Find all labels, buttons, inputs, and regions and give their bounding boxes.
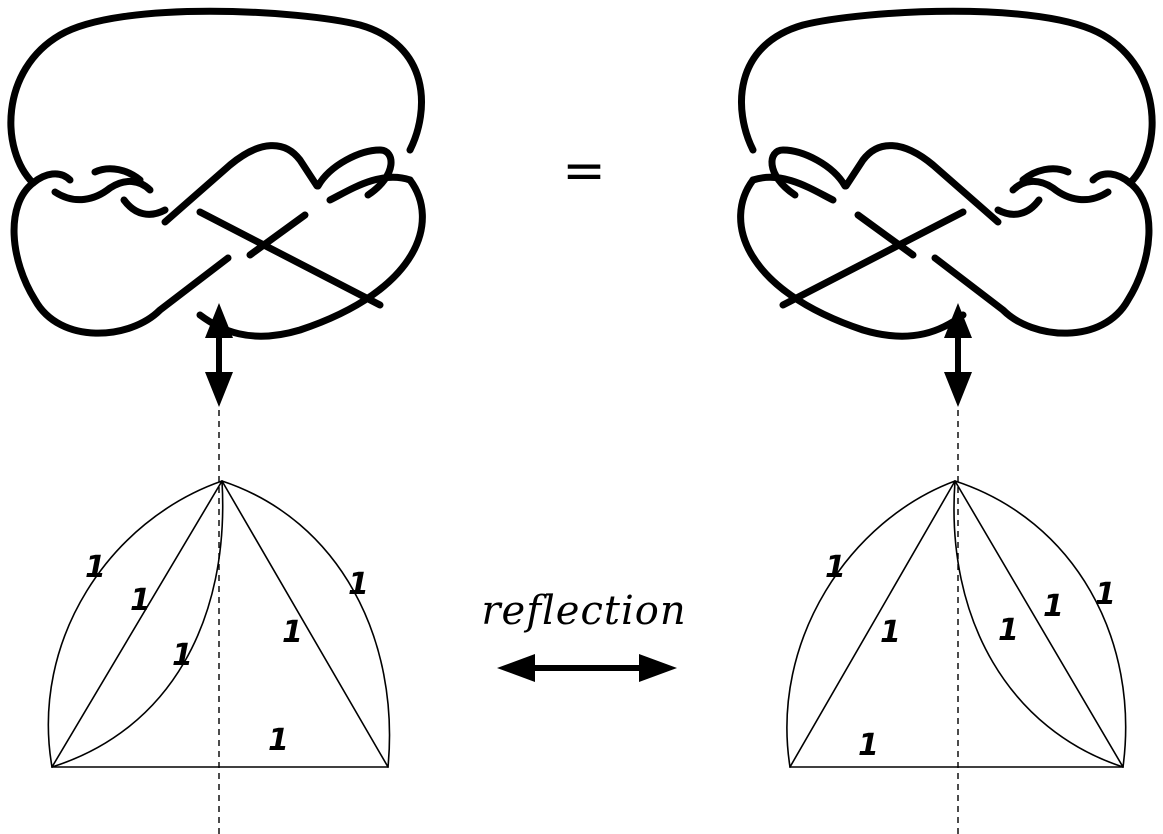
horizontal-double-arrow — [497, 654, 677, 682]
arc-label: 1 — [130, 583, 151, 618]
arc-label: 1 — [1043, 589, 1064, 624]
right-knot — [737, 7, 1156, 340]
right-vertical-double-arrow — [944, 303, 972, 407]
arc-label: 1 — [858, 728, 879, 763]
arc-label: 1 — [172, 638, 193, 673]
left-knot — [7, 7, 426, 340]
right-triangulation — [786, 480, 1127, 768]
left-vertical-double-arrow — [205, 303, 233, 407]
arc-label: 1 — [1095, 577, 1116, 612]
arc-label: 1 — [825, 550, 846, 585]
right-arc-labels: 1 1 1 1 1 1 — [825, 550, 1116, 763]
reflection-label: reflection — [481, 588, 686, 634]
left-arc-labels: 1 1 1 1 1 1 — [85, 550, 369, 758]
left-triangulation — [47, 480, 391, 768]
arc-label: 1 — [268, 723, 289, 758]
arc-label: 1 — [282, 615, 303, 650]
equals-sign: = — [562, 141, 606, 201]
arc-label: 1 — [998, 613, 1019, 648]
arc-label: 1 — [880, 615, 901, 650]
arc-label: 1 — [348, 567, 369, 602]
arc-label: 1 — [85, 550, 106, 585]
